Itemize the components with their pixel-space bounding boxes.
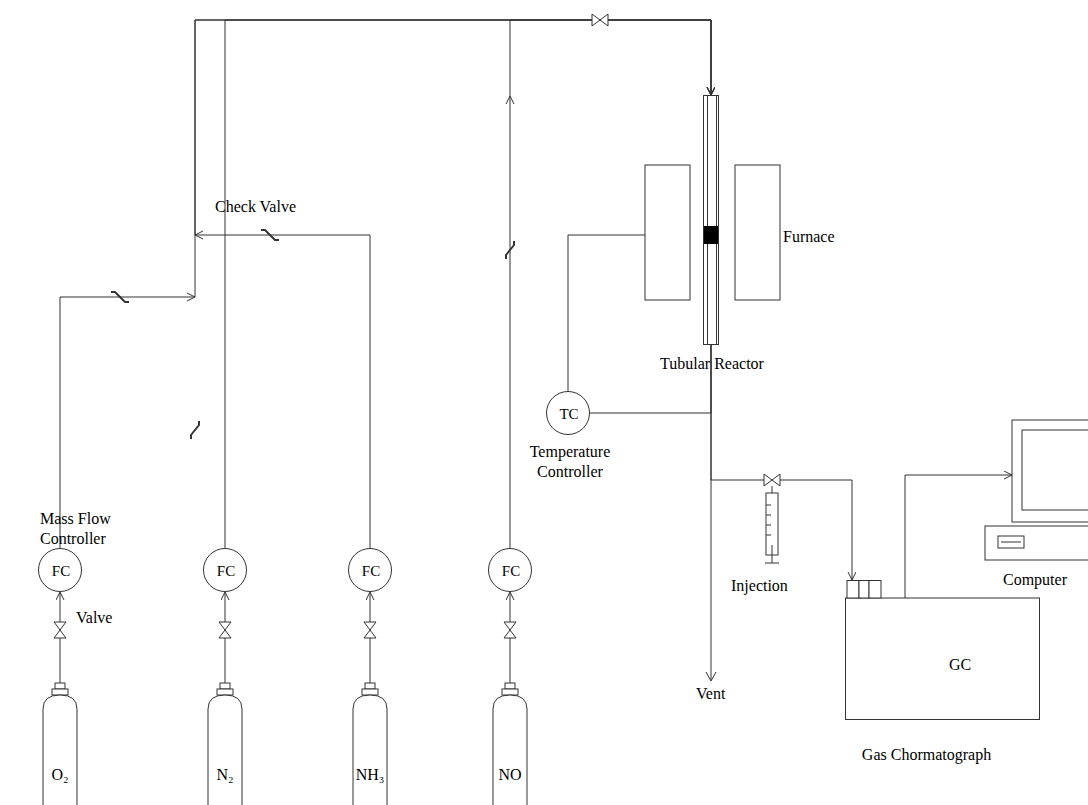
cylinder-outline (41, 683, 79, 805)
cylinder-outline (491, 683, 529, 805)
check-valve-symbol (506, 241, 514, 259)
gas-cylinder: N₂ (206, 683, 244, 805)
node-label: O₂ (41, 765, 79, 785)
valve-symbol (592, 14, 608, 26)
pipe-connector (195, 20, 711, 548)
pipe-connector (905, 475, 1012, 598)
syringe-plunger (772, 545, 773, 563)
merge-arrow (195, 231, 203, 239)
node-caption: Temperature Controller (511, 442, 629, 482)
monitor-screen (1022, 430, 1088, 510)
vent-arrow (706, 672, 716, 681)
node-label: FC (489, 561, 533, 581)
merge-arrow (187, 293, 195, 301)
computer-base (985, 526, 1088, 560)
drive-slot-line (1001, 542, 1021, 543)
flow-controller: FC (203, 548, 247, 592)
gas-cylinder: O₂ (41, 683, 79, 805)
gc-outline (845, 580, 1040, 720)
gas-cylinder: NO (491, 683, 529, 805)
valve-symbol (504, 622, 516, 638)
monitor (1012, 420, 1088, 522)
tubular-reactor: Tubular Reactor (703, 95, 719, 345)
check-valve-symbol (191, 421, 199, 439)
node-label: FC (349, 561, 393, 581)
node-label: TC (547, 404, 591, 424)
part-label: Check Valve (215, 197, 296, 217)
valve-symbol (219, 622, 231, 638)
flow-controller: FC (488, 548, 532, 592)
valve-symbol (54, 622, 66, 638)
flow-arrow (506, 96, 514, 104)
part-label: Valve (76, 608, 112, 628)
pipe-connector (225, 20, 711, 548)
pipe-connector (510, 20, 711, 548)
check-valve-symbol (261, 230, 279, 240)
node-label: N₂ (206, 765, 244, 785)
valve-symbol (764, 474, 780, 486)
pipe-connector (60, 20, 711, 548)
flow-controller: FC (348, 548, 392, 592)
drive-slot (998, 536, 1024, 548)
gas-chromatograph: GCGas Chormatograph (845, 580, 1040, 720)
furnace-right (735, 165, 780, 300)
node-label: FC (39, 561, 83, 581)
node-label: NH₃ (345, 765, 395, 785)
part-label: Injection (731, 576, 788, 596)
part-label: Vent (696, 684, 725, 704)
catalyst-bed (704, 226, 718, 244)
flow-controller: FC (38, 548, 82, 592)
furnace-left (645, 165, 690, 300)
node-label: Tubular Reactor (642, 354, 782, 374)
gas-cylinder: NH₃ (351, 683, 389, 805)
valve-symbol (364, 622, 376, 638)
syringe-needle (772, 486, 773, 493)
computer: Computer (1012, 420, 1088, 522)
pipe-connector (711, 345, 852, 580)
temperature-controller: TCTemperature Controller (546, 391, 590, 435)
node-label: Computer (985, 570, 1085, 590)
part-label: Furnace (783, 227, 835, 247)
node-label: GC (905, 655, 1015, 675)
node-label: FC (204, 561, 248, 581)
check-valve-symbol (111, 292, 129, 302)
cylinder-outline (351, 683, 389, 805)
thermo-wire (568, 235, 645, 391)
part-label: Mass Flow Controller (40, 509, 152, 549)
node-label: NO (491, 765, 529, 785)
tube-wall (707, 96, 717, 344)
node-caption: Gas Chormatograph (839, 745, 1014, 765)
cylinder-outline (206, 683, 244, 805)
